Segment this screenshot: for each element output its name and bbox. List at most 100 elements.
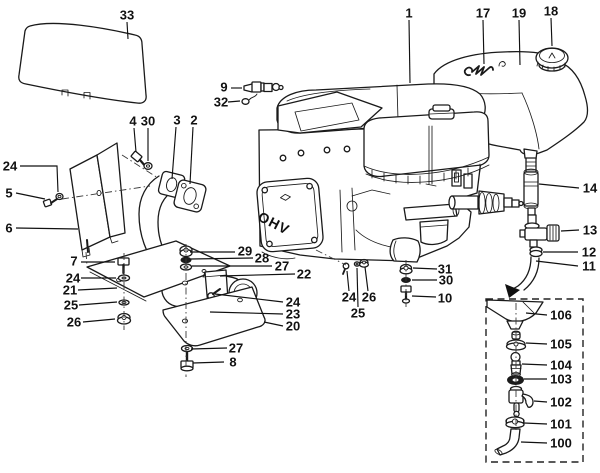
hose-clamp [529,246,543,258]
callout-100: 100 [550,436,572,451]
callout-11: 11 [582,259,596,274]
callout-14: 14 [583,181,598,196]
callout-26: 26 [67,315,81,330]
callout-leader-100 [520,441,548,444]
petcock-valve [508,385,534,418]
callout-leader-25 [78,301,118,306]
callout-3: 3 [173,113,180,128]
callout-leader-31 [412,267,438,270]
callout-leader-24 [20,165,59,193]
callout-leader-3 [171,126,177,180]
callout-leader-28 [190,257,254,260]
callout-leader-13 [560,229,580,232]
callout-2: 2 [190,113,197,128]
side-shield [69,142,126,258]
callout-leader-105 [525,342,548,345]
callout-8: 8 [229,355,236,370]
callout-leader-18 [550,17,553,47]
callout-104: 104 [550,358,572,373]
fuel-valve-inset [485,298,584,463]
engine: OHV [256,83,524,263]
callout-leader-21 [77,287,118,291]
callout-31: 31 [438,262,452,277]
flange-washer [143,162,153,170]
plug-wire-terminal [241,93,258,105]
callout-leader-26 [364,266,369,292]
heat-shield-panel [18,22,147,104]
callout-13: 13 [583,223,597,238]
callout-4: 4 [129,114,137,129]
flow-arrow-icon [505,284,520,298]
shield-nut [55,192,64,201]
callout-27: 27 [229,341,243,356]
callout-leader-14 [538,183,580,189]
callout-leader-25 [356,267,359,308]
callout-10: 10 [438,291,452,306]
callout-24: 24 [3,159,18,174]
callout-leader-104 [521,363,548,366]
callout-19: 19 [512,6,526,21]
callout-leader-8 [192,361,225,364]
bolt-8 [180,350,194,372]
callout-leader-32 [227,100,241,103]
callout-leader-20 [263,321,284,327]
callout-9: 9 [220,80,227,95]
callout-leader-33 [126,21,129,40]
callout-29: 29 [238,244,252,259]
pto-shaft [448,190,524,215]
callout-24: 24 [286,295,301,310]
callout-7: 7 [70,254,77,269]
callout-25: 25 [64,298,78,313]
shroud-panel [277,91,383,134]
callout-leader-102 [533,400,548,403]
callout-18: 18 [544,4,558,19]
callout-leader-27 [190,347,228,350]
tank-clip [463,61,506,77]
callout-33: 33 [120,8,134,23]
valve-gasket [507,375,524,385]
valve-nut [505,416,525,429]
callout-leader-11 [535,260,579,267]
callout-leader-5 [15,192,46,200]
alignment-lines [61,154,517,430]
fuel-hose [505,256,540,298]
engine-tank-box [363,104,490,185]
callout-22: 22 [297,267,311,282]
valve-cover [256,177,324,253]
washer-25-under-engine [353,261,361,267]
callout-leader-17 [482,19,485,65]
callout-32: 32 [214,95,228,110]
engine-mount-foot [389,237,421,263]
callout-102: 102 [550,395,572,410]
callout-leader-2 [189,126,194,185]
callout-1: 1 [405,6,412,21]
callout-leader-19 [518,19,521,66]
callout-leader-106 [525,312,548,316]
callout-12: 12 [582,245,596,260]
nut-26-under-engine [358,258,370,268]
callout-28: 28 [255,251,269,266]
fuel-shutoff-valve [519,214,560,248]
inset-box [485,298,584,463]
callout-105: 105 [550,337,572,352]
tank-cap [535,47,569,72]
exhaust-flange [173,179,207,213]
callout-leader-23 [209,311,284,315]
callout-5: 5 [5,186,12,201]
callout-25: 25 [351,306,365,321]
tank-bottom-corner [486,299,544,330]
callout-leader-24 [346,270,350,292]
callout-103: 103 [550,372,572,387]
spark-plug [243,81,284,93]
callout-101: 101 [550,417,572,432]
bolt-7 [117,257,130,275]
callout-leader-22 [219,273,296,277]
callout-leader-26 [82,318,116,323]
shield-bolt [42,198,58,208]
brand-emblem-icon [280,193,291,201]
callout-leader-10 [411,295,437,298]
callout-leader-6 [15,227,79,230]
callout-leader-1 [408,19,411,84]
